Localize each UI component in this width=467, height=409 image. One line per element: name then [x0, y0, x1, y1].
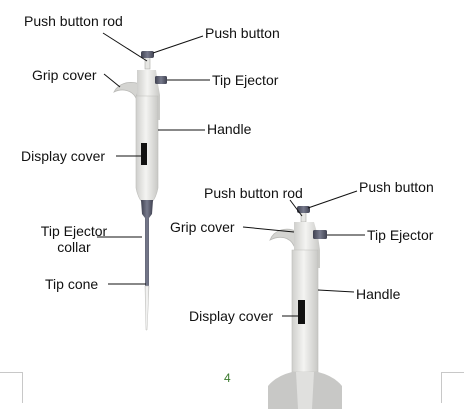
right-shaft-shape	[296, 372, 314, 409]
label-tip-ejector-collar-left: Tip Ejector collar	[30, 223, 118, 255]
crop-mark-right	[441, 372, 464, 403]
label-tip-ejector-collar-line2: collar	[57, 239, 91, 255]
label-display-cover-left: Display cover	[21, 148, 106, 164]
label-grip-cover-left: Grip cover	[32, 67, 97, 83]
label-push-button-rod-right: Push button rod	[204, 185, 303, 201]
right-push-button-shape	[297, 206, 310, 213]
left-tip-cone-shape	[144, 285, 150, 331]
left-top-body-shape	[137, 70, 160, 120]
label-push-button-left: Push button	[205, 25, 280, 41]
label-tip-ejector-left: Tip Ejector	[212, 72, 279, 88]
left-push-button-shape	[141, 51, 154, 58]
right-display-cover-shape	[298, 300, 305, 324]
crop-mark-left	[0, 372, 23, 403]
left-grip-cover-shape	[113, 82, 141, 100]
left-tip-ejector-shape	[155, 76, 167, 84]
right-leader-lines	[242, 190, 365, 317]
label-handle-left: Handle	[207, 121, 252, 137]
left-ejector-collar-shape	[141, 200, 153, 286]
right-grip-cover-shape	[269, 228, 299, 248]
label-grip-cover-right: Grip cover	[170, 219, 235, 235]
right-pipette	[268, 206, 342, 409]
right-push-rod-shape	[300, 211, 307, 223]
label-handle-right: Handle	[356, 286, 401, 302]
label-push-button-rod-left: Push button rod	[24, 13, 123, 29]
label-tip-ejector-right: Tip Ejector	[367, 227, 434, 243]
page-number: 4	[224, 371, 231, 385]
left-pipette	[113, 51, 167, 331]
label-push-button-right: Push button	[359, 179, 434, 195]
left-display-cover-shape	[141, 143, 147, 165]
left-push-rod-shape	[144, 56, 151, 70]
right-tip-ejector-shape	[313, 230, 327, 239]
label-tip-ejector-collar-line1: Tip Ejector	[40, 223, 108, 239]
label-tip-cone-left: Tip cone	[45, 276, 99, 292]
left-leader-lines	[97, 32, 210, 285]
label-display-cover-right: Display cover	[189, 308, 274, 324]
